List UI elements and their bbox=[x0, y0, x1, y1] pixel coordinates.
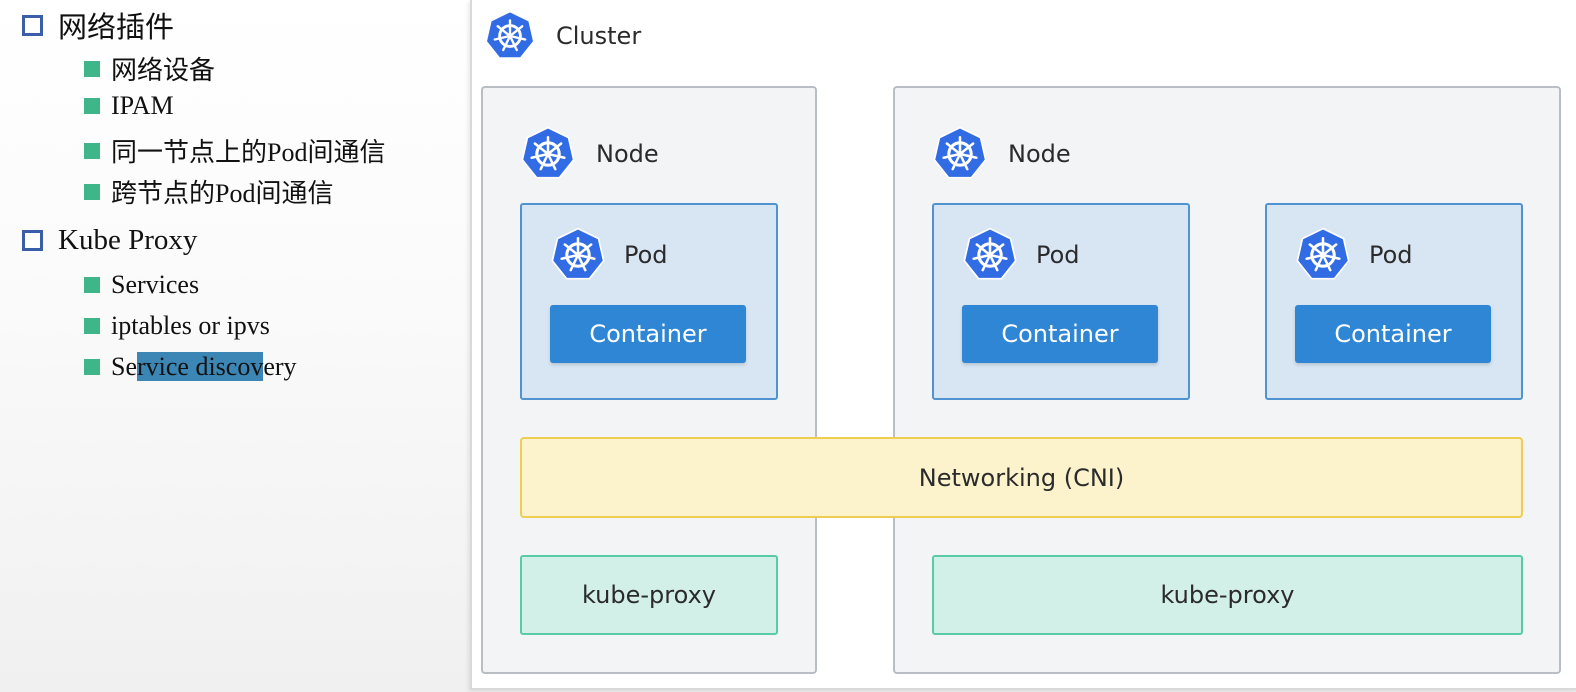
pod-label: Pod bbox=[1369, 241, 1413, 269]
kubernetes-icon bbox=[932, 126, 988, 182]
kubernetes-icon bbox=[1295, 227, 1351, 283]
kubernetes-icon bbox=[520, 126, 576, 182]
list-item-label: 网络设备 bbox=[111, 56, 216, 85]
filled-square-bullet-icon bbox=[84, 359, 100, 375]
filled-square-bullet-icon bbox=[84, 60, 100, 77]
square-bullet-icon bbox=[22, 230, 43, 251]
list-item: iptables or ipvs bbox=[84, 311, 270, 341]
list-item: Services bbox=[84, 270, 199, 300]
filled-square-bullet-icon bbox=[84, 98, 100, 114]
node-header: Node bbox=[520, 126, 659, 182]
kubernetes-icon bbox=[550, 227, 606, 283]
node-header: Node bbox=[932, 126, 1071, 182]
cluster-diagram: Cluster Node Node Pod Container Pod Cont… bbox=[470, 0, 1576, 690]
list-item: 网络设备 bbox=[84, 50, 215, 87]
node-label: Node bbox=[1008, 140, 1071, 168]
text-after-selection: ery bbox=[263, 352, 297, 381]
pod-box: Pod Container bbox=[932, 203, 1190, 400]
filled-square-bullet-icon bbox=[84, 183, 100, 200]
pod-label: Pod bbox=[1036, 241, 1080, 269]
container-box: Container bbox=[1295, 305, 1491, 363]
text-before-selection: Se bbox=[111, 352, 137, 381]
outline-list: 网络插件 网络设备 IPAM 同一节点上的Pod间通信 跨节点的Pod间通信 K… bbox=[0, 0, 470, 692]
filled-square-bullet-icon bbox=[84, 142, 100, 159]
container-box: Container bbox=[550, 305, 746, 363]
section-title: 网络插件 bbox=[58, 12, 175, 44]
container-box: Container bbox=[962, 305, 1158, 363]
list-item-label: Services bbox=[111, 270, 200, 299]
filled-square-bullet-icon bbox=[84, 318, 100, 334]
kubernetes-icon bbox=[484, 10, 536, 62]
list-item-label: 同一节点上的Pod间通信 bbox=[111, 138, 386, 167]
pod-header: Pod bbox=[550, 227, 668, 283]
pod-header: Pod bbox=[1295, 227, 1413, 283]
pod-box: Pod Container bbox=[520, 203, 778, 400]
square-bullet-icon bbox=[22, 14, 43, 36]
pod-box: Pod Container bbox=[1265, 203, 1523, 400]
list-item: Service discovery bbox=[84, 352, 297, 382]
list-item: 同一节点上的Pod间通信 bbox=[84, 132, 385, 169]
list-item: 跨节点的Pod间通信 bbox=[84, 173, 333, 210]
section-title: Kube Proxy bbox=[58, 224, 198, 256]
text-selection-highlight[interactable]: rvice discov bbox=[137, 352, 264, 381]
node-label: Node bbox=[596, 140, 659, 168]
pod-label: Pod bbox=[624, 241, 668, 269]
pod-header: Pod bbox=[962, 227, 1080, 283]
cluster-header: Cluster bbox=[484, 10, 641, 62]
list-item: IPAM bbox=[84, 91, 174, 121]
filled-square-bullet-icon bbox=[84, 277, 100, 293]
section-network-plugin: 网络插件 bbox=[22, 4, 174, 46]
list-item-label: iptables or ipvs bbox=[111, 311, 270, 340]
cluster-label: Cluster bbox=[556, 22, 642, 50]
kubernetes-icon bbox=[962, 227, 1018, 283]
networking-cni-bar: Networking (CNI) bbox=[520, 437, 1523, 518]
list-item-label: IPAM bbox=[111, 91, 174, 120]
list-item-label: 跨节点的Pod间通信 bbox=[111, 179, 334, 208]
section-kube-proxy: Kube Proxy bbox=[22, 224, 197, 257]
kube-proxy-box: kube-proxy bbox=[932, 555, 1523, 635]
kube-proxy-box: kube-proxy bbox=[520, 555, 778, 635]
list-item-label[interactable]: Service discovery bbox=[111, 352, 297, 382]
